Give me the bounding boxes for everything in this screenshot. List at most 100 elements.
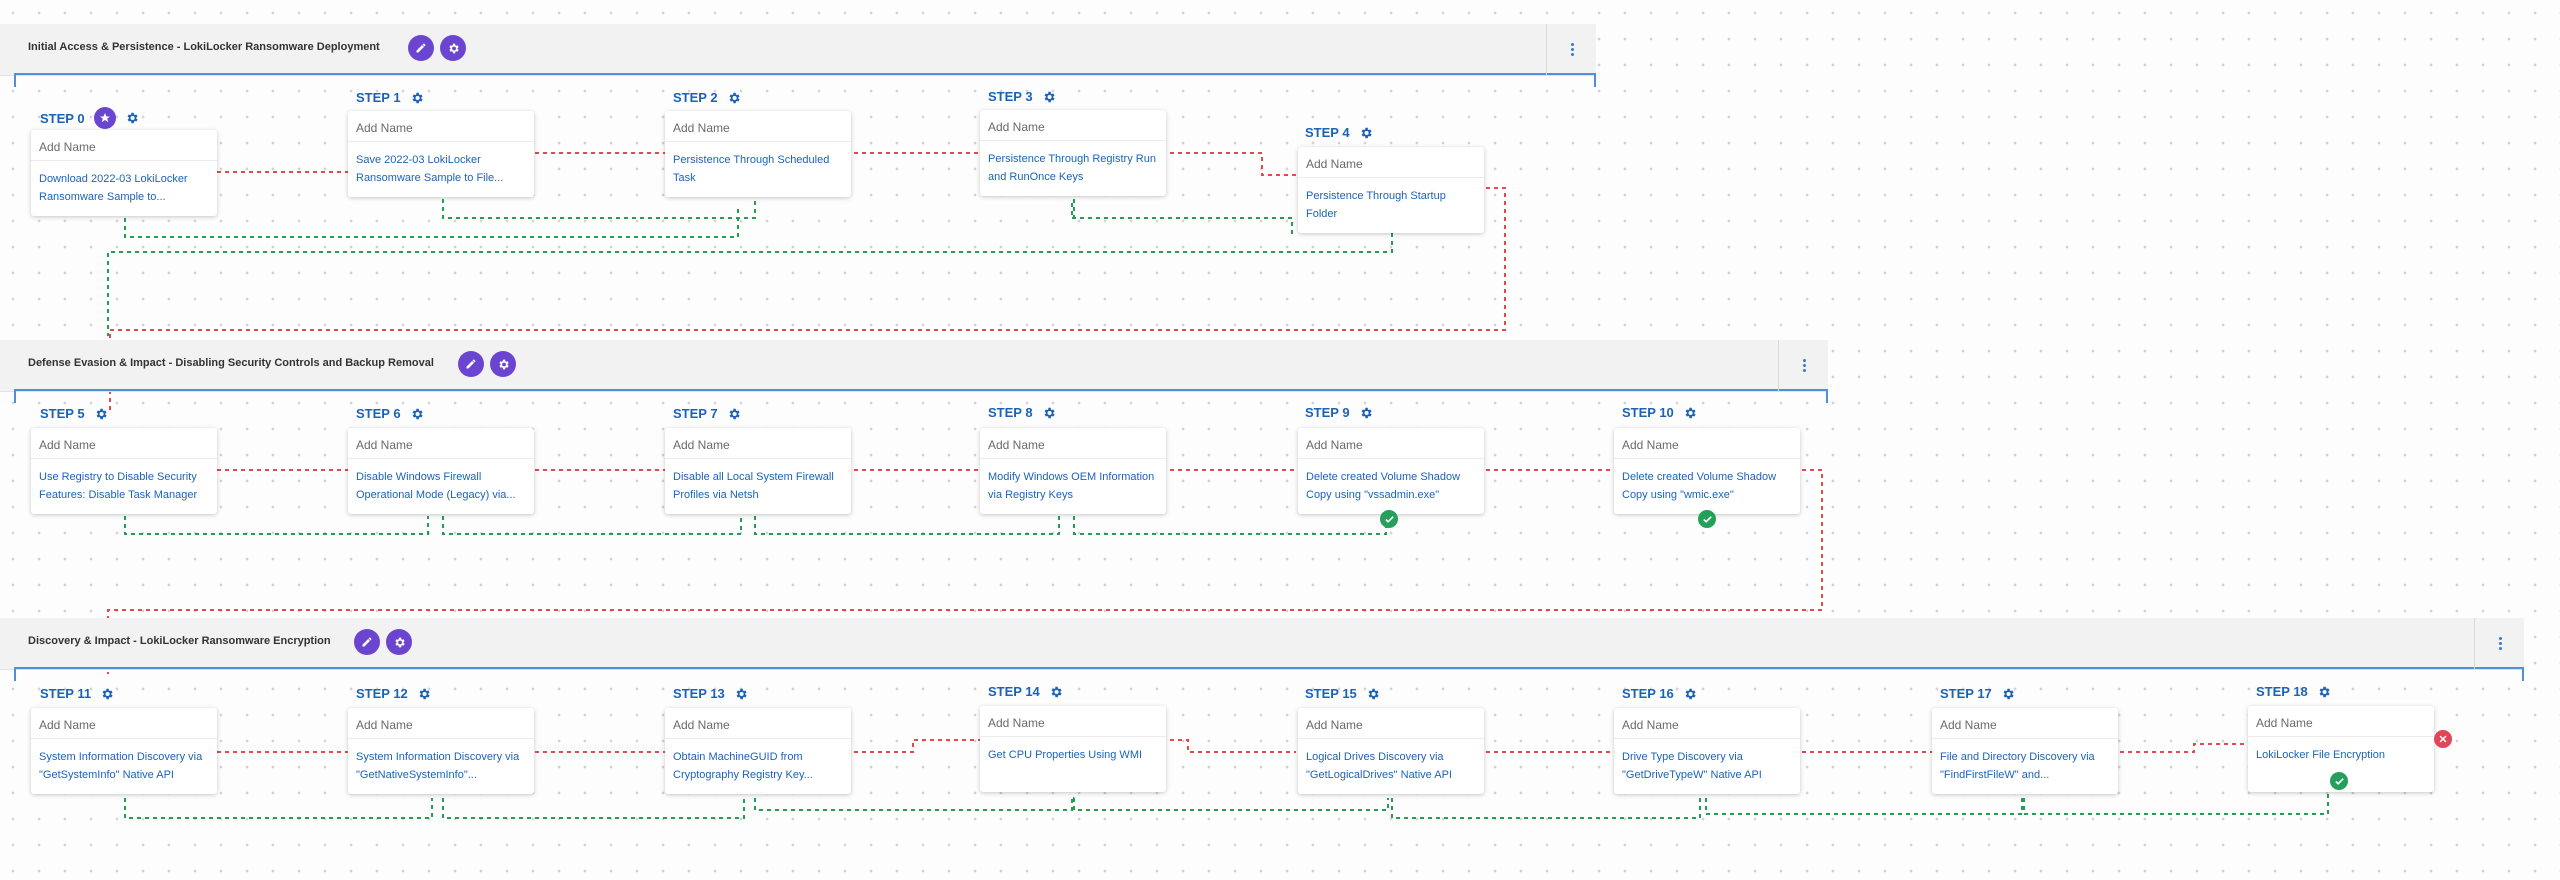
step-card-1[interactable]: Add Name Save 2022-03 LokiLocker Ransomw…	[348, 111, 534, 197]
step-card-10[interactable]: Add Name Delete created Volume Shadow Co…	[1614, 428, 1800, 514]
step-description[interactable]: Download 2022-03 LokiLocker Ransomware S…	[39, 173, 188, 203]
gear-icon[interactable]	[410, 407, 424, 421]
step-description[interactable]: System Information Discovery via "GetSys…	[39, 751, 203, 781]
step-description[interactable]: Save 2022-03 LokiLocker Ransomware Sampl…	[356, 154, 504, 184]
step-description[interactable]: Disable Windows Firewall Operational Mod…	[356, 471, 516, 501]
step-name[interactable]: Add Name	[356, 718, 413, 732]
gear-icon[interactable]	[727, 91, 741, 105]
phase-menu-button[interactable]	[2474, 618, 2525, 669]
phase-settings-button[interactable]	[386, 629, 412, 655]
step-label: STEP 13	[673, 686, 748, 701]
step-name[interactable]: Add Name	[1306, 438, 1363, 452]
error-status-badge	[2434, 730, 2452, 748]
step-card-4[interactable]: Add Name Persistence Through Startup Fol…	[1298, 147, 1484, 233]
step-card-11[interactable]: Add Name System Information Discovery vi…	[31, 708, 217, 794]
gear-icon[interactable]	[734, 687, 748, 701]
phase-menu-button[interactable]	[1778, 340, 1829, 391]
step-card-8[interactable]: Add Name Modify Windows OEM Information …	[980, 428, 1166, 514]
phase-menu-button[interactable]	[1546, 24, 1597, 75]
gear-icon[interactable]	[1359, 406, 1373, 420]
step-description[interactable]: Disable all Local System Firewall Profil…	[673, 471, 834, 501]
gear-icon[interactable]	[1042, 406, 1056, 420]
step-name[interactable]: Add Name	[988, 438, 1045, 452]
step-card-6[interactable]: Add Name Disable Windows Firewall Operat…	[348, 428, 534, 514]
step-description[interactable]: Logical Drives Discovery via "GetLogical…	[1306, 751, 1452, 781]
step-card-16[interactable]: Add Name Drive Type Discovery via "GetDr…	[1614, 708, 1800, 794]
step-number: STEP 2	[673, 90, 718, 105]
step-name[interactable]: Add Name	[2256, 716, 2313, 730]
step-name[interactable]: Add Name	[1306, 718, 1363, 732]
step-description[interactable]: File and Directory Discovery via "FindFi…	[1940, 751, 2095, 781]
phase-title: Initial Access & Persistence - LokiLocke…	[28, 41, 380, 53]
success-status-badge	[1380, 510, 1398, 528]
step-card-17[interactable]: Add Name File and Directory Discovery vi…	[1932, 708, 2118, 794]
step-name[interactable]: Add Name	[1306, 157, 1363, 171]
gear-icon[interactable]	[1042, 90, 1056, 104]
step-card-15[interactable]: Add Name Logical Drives Discovery via "G…	[1298, 708, 1484, 794]
step-name[interactable]: Add Name	[1622, 718, 1679, 732]
step-card-12[interactable]: Add Name System Information Discovery vi…	[348, 708, 534, 794]
gear-icon[interactable]	[1683, 687, 1697, 701]
gear-icon[interactable]	[100, 687, 114, 701]
phase-settings-button[interactable]	[490, 351, 516, 377]
step-number: STEP 14	[988, 684, 1040, 699]
step-name[interactable]: Add Name	[673, 718, 730, 732]
step-name[interactable]: Add Name	[1622, 438, 1679, 452]
step-card-5[interactable]: Add Name Use Registry to Disable Securit…	[31, 428, 217, 514]
check-icon	[1384, 515, 1394, 523]
step-description[interactable]: Get CPU Properties Using WMI	[988, 749, 1143, 761]
edit-phase-button[interactable]	[354, 629, 380, 655]
step-description[interactable]: Use Registry to Disable Security Feature…	[39, 471, 198, 501]
gear-icon[interactable]	[727, 407, 741, 421]
step-description[interactable]: LokiLocker File Encryption	[2256, 749, 2386, 761]
step-description[interactable]: Persistence Through Startup Folder	[1306, 190, 1446, 220]
phase-title: Defense Evasion & Impact - Disabling Sec…	[28, 357, 434, 369]
step-card-13[interactable]: Add Name Obtain MachineGUID from Cryptog…	[665, 708, 851, 794]
step-card-9[interactable]: Add Name Delete created Volume Shadow Co…	[1298, 428, 1484, 514]
gear-icon[interactable]	[2317, 685, 2331, 699]
step-description[interactable]: Delete created Volume Shadow Copy using …	[1306, 471, 1461, 501]
edit-phase-button[interactable]	[408, 35, 434, 61]
step-card-14[interactable]: Add Name Get CPU Properties Using WMI	[980, 706, 1166, 792]
phase-settings-button[interactable]	[440, 35, 466, 61]
step-name[interactable]: Add Name	[39, 438, 96, 452]
step-number: STEP 4	[1305, 125, 1350, 140]
gear-icon[interactable]	[125, 111, 139, 125]
step-name[interactable]: Add Name	[673, 438, 730, 452]
step-name[interactable]: Add Name	[39, 718, 96, 732]
step-name[interactable]: Add Name	[356, 438, 413, 452]
start-step-button[interactable]	[93, 107, 116, 129]
gear-icon[interactable]	[410, 91, 424, 105]
gear-icon[interactable]	[417, 687, 431, 701]
step-name[interactable]: Add Name	[1940, 718, 1997, 732]
step-description[interactable]: Modify Windows OEM Information via Regis…	[988, 471, 1155, 501]
step-number: STEP 10	[1622, 405, 1674, 420]
gear-icon[interactable]	[1359, 126, 1373, 140]
step-label: STEP 11	[40, 686, 114, 701]
gear-icon[interactable]	[94, 407, 108, 421]
step-description[interactable]: System Information Discovery via "GetNat…	[356, 751, 520, 781]
step-name[interactable]: Add Name	[988, 716, 1045, 730]
edit-phase-button[interactable]	[458, 351, 484, 377]
step-description[interactable]: Obtain MachineGUID from Cryptography Reg…	[673, 751, 813, 781]
step-description[interactable]: Persistence Through Scheduled Task	[673, 154, 830, 184]
step-card-7[interactable]: Add Name Disable all Local System Firewa…	[665, 428, 851, 514]
step-number: STEP 9	[1305, 405, 1350, 420]
gear-icon[interactable]	[1366, 687, 1380, 701]
step-description[interactable]: Delete created Volume Shadow Copy using …	[1622, 471, 1777, 501]
step-description[interactable]: Persistence Through Registry Run and Run…	[988, 153, 1156, 183]
gear-icon[interactable]	[1683, 406, 1697, 420]
step-card-3[interactable]: Add Name Persistence Through Registry Ru…	[980, 110, 1166, 196]
step-name[interactable]: Add Name	[356, 121, 413, 135]
step-number: STEP 6	[356, 406, 401, 421]
step-card-0[interactable]: Add Name Download 2022-03 LokiLocker Ran…	[31, 130, 217, 216]
step-name[interactable]: Add Name	[988, 120, 1045, 134]
pencil-icon	[466, 359, 476, 369]
step-description[interactable]: Drive Type Discovery via "GetDriveTypeW"…	[1622, 751, 1762, 781]
step-card-2[interactable]: Add Name Persistence Through Scheduled T…	[665, 111, 851, 197]
step-name[interactable]: Add Name	[673, 121, 730, 135]
step-label: STEP 0	[40, 107, 139, 129]
gear-icon[interactable]	[1049, 685, 1063, 699]
step-name[interactable]: Add Name	[39, 140, 96, 154]
gear-icon[interactable]	[2001, 687, 2015, 701]
